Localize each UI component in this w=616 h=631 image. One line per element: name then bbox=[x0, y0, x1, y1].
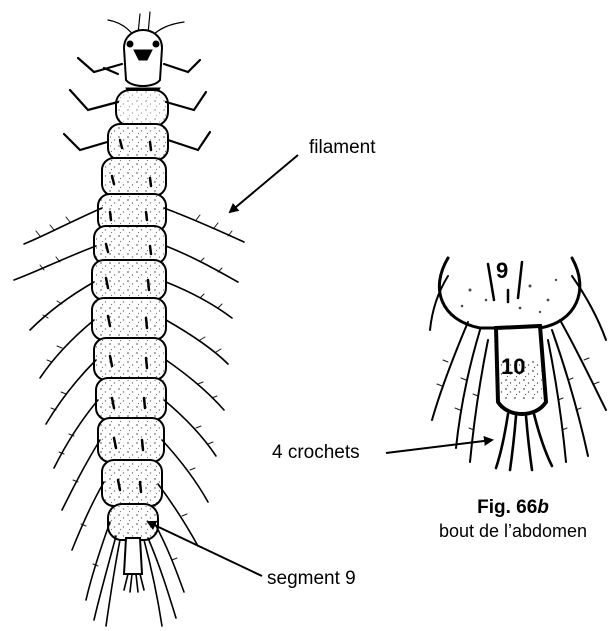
terminal-hooks bbox=[124, 574, 144, 592]
larva-body bbox=[14, 12, 244, 626]
label-segment-9: segment 9 bbox=[267, 568, 356, 590]
arrow-segment-9 bbox=[148, 522, 262, 576]
figure-subtitle: bout de l’abdomen bbox=[398, 521, 616, 542]
inset-number-10: 10 bbox=[501, 354, 525, 379]
inset-segment-9 bbox=[439, 258, 579, 328]
figure-caption: Fig. 66b bout de l’abdomen bbox=[398, 497, 616, 542]
legs-right bbox=[164, 60, 210, 150]
arrow-crochets bbox=[386, 440, 492, 453]
arrow-filament bbox=[230, 155, 298, 212]
label-filament: filament bbox=[309, 137, 376, 159]
terminal-segment bbox=[124, 538, 142, 574]
label-4-crochets: 4 crochets bbox=[272, 442, 360, 464]
figure-letter: b bbox=[537, 497, 549, 518]
inset-number-9: 9 bbox=[496, 258, 508, 283]
figure-title: Fig. 66b bbox=[398, 497, 616, 519]
inset-hooks bbox=[496, 414, 552, 470]
figure-number: Fig. 66 bbox=[477, 497, 537, 518]
antenna-right bbox=[152, 22, 184, 36]
